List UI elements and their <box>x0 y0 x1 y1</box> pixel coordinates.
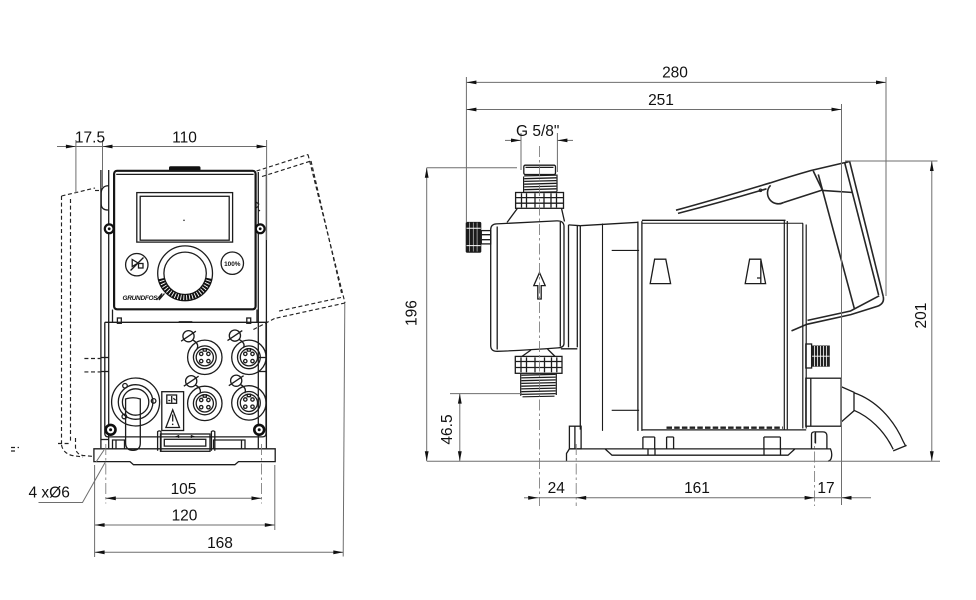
svg-text:17: 17 <box>817 480 834 497</box>
svg-text:17.5: 17.5 <box>75 129 105 146</box>
svg-text:110: 110 <box>172 129 197 146</box>
svg-text:24: 24 <box>548 480 566 497</box>
svg-text:201: 201 <box>913 303 930 329</box>
svg-text:G 5/8": G 5/8" <box>516 123 559 140</box>
svg-text:196: 196 <box>404 300 421 326</box>
svg-text:46.5: 46.5 <box>439 414 456 444</box>
svg-text:GRUNDFOS: GRUNDFOS <box>123 295 159 302</box>
svg-text:161: 161 <box>684 480 710 497</box>
svg-text:120: 120 <box>172 508 198 525</box>
svg-text:168: 168 <box>207 535 233 552</box>
svg-text:280: 280 <box>662 65 688 82</box>
svg-text:4 xØ6: 4 xØ6 <box>29 485 70 502</box>
svg-text:105: 105 <box>171 481 197 498</box>
svg-text:251: 251 <box>648 92 674 109</box>
svg-text:100%: 100% <box>224 261 241 268</box>
